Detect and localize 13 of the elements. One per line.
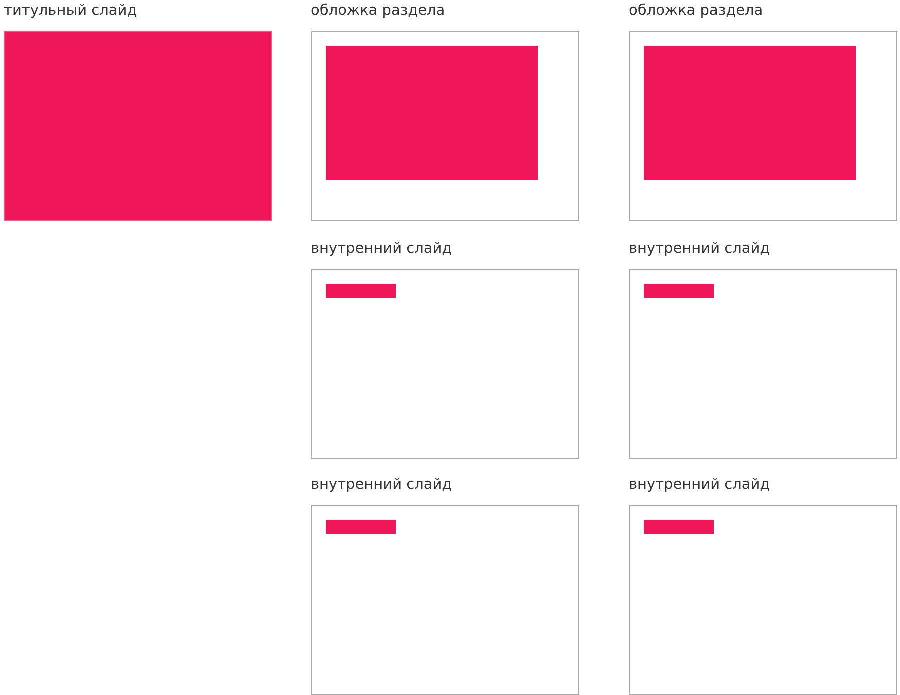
title-bar — [644, 520, 714, 534]
title-bar — [644, 284, 714, 298]
cover-block — [644, 46, 856, 180]
title-bar — [326, 284, 396, 298]
slide-heading: обложка раздела — [629, 2, 764, 20]
slide-heading: титульный слайд — [4, 2, 138, 20]
title-bar — [326, 520, 396, 534]
slide-heading: внутренний слайд — [629, 240, 770, 258]
slide-heading: внутренний слайд — [311, 240, 452, 258]
slide-heading: внутренний слайд — [311, 476, 452, 494]
cover-block — [326, 46, 538, 180]
slide-heading: обложка раздела — [311, 2, 446, 20]
slide-heading: внутренний слайд — [629, 476, 770, 494]
